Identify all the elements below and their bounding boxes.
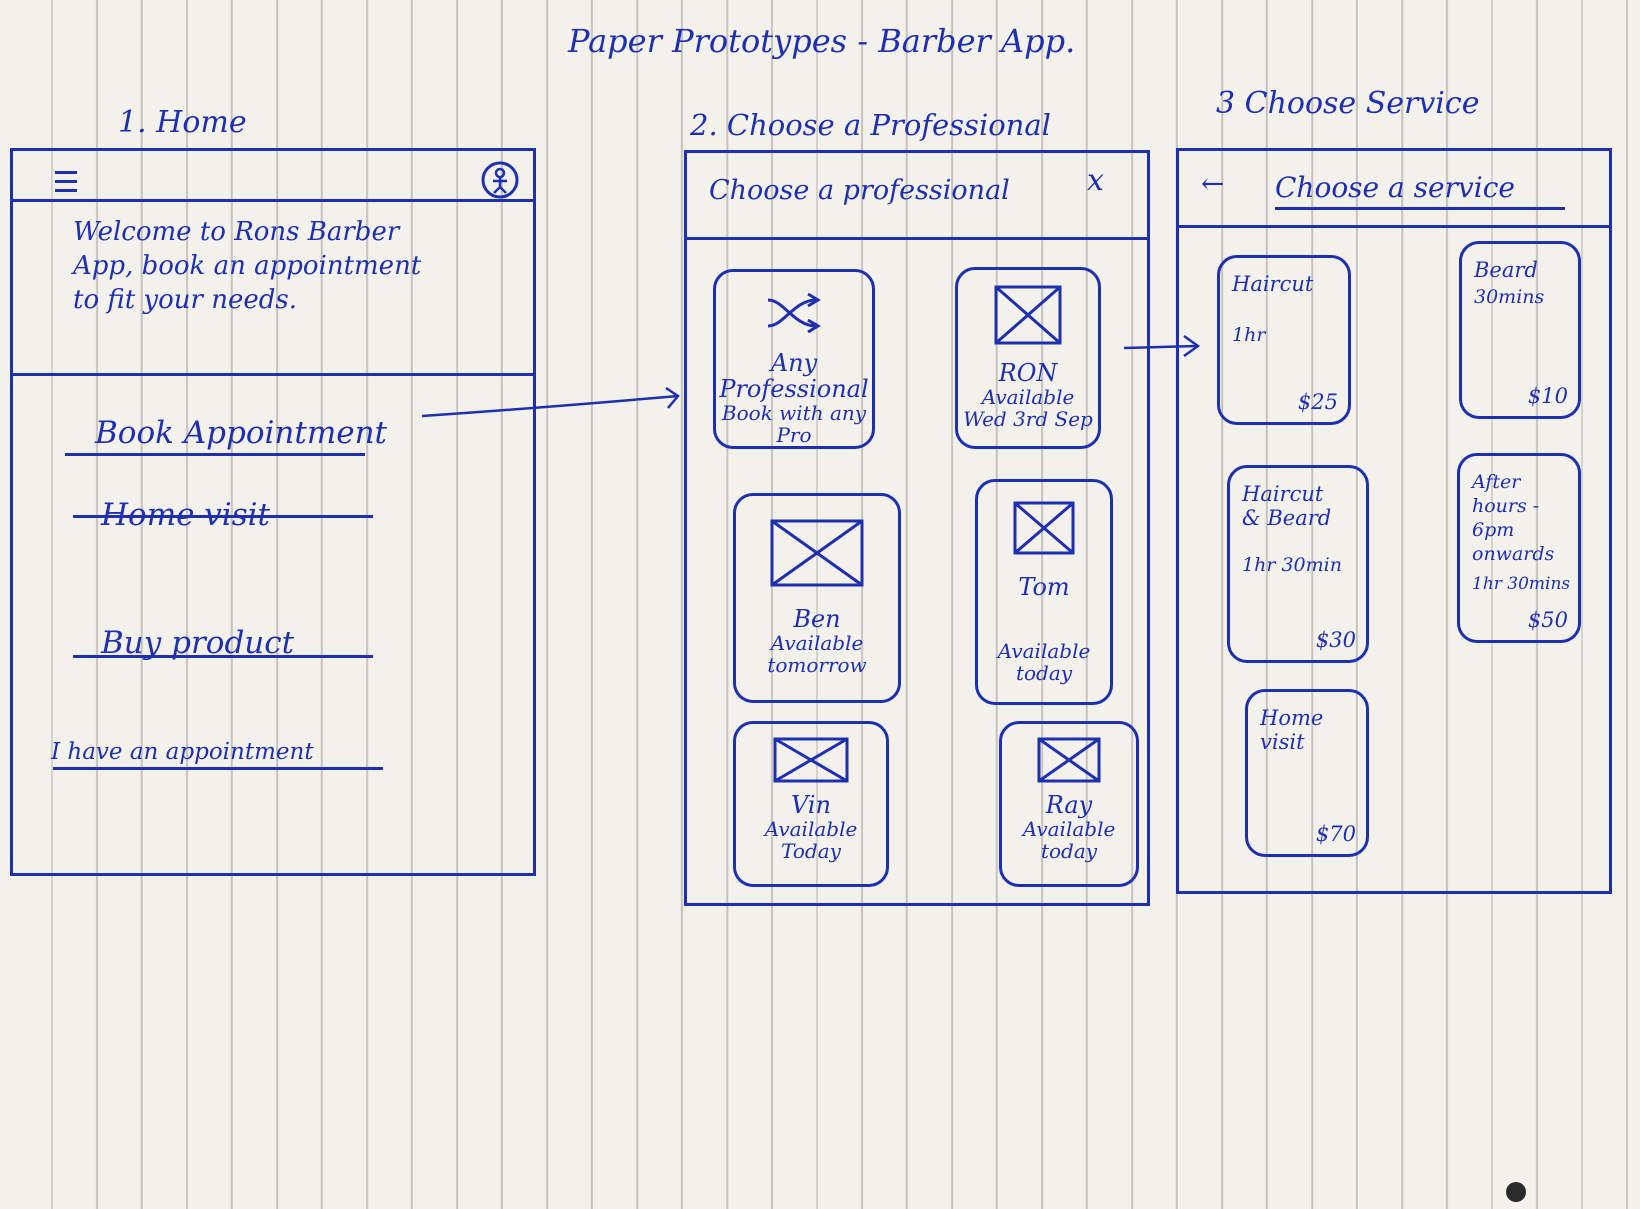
service-price: $30: [1315, 628, 1356, 652]
book-appointment-underline: [65, 453, 365, 456]
welcome-line-1: Welcome to Rons Barber: [73, 217, 400, 247]
professional-availability: Available Today: [764, 817, 858, 863]
professional-card[interactable]: Any Professional Book with any Pro: [713, 269, 875, 449]
professional-availability: Available today: [1022, 817, 1116, 863]
welcome-divider: [13, 373, 533, 376]
image-placeholder-icon: [770, 519, 864, 587]
service-price: $70: [1315, 822, 1356, 846]
shuffle-icon: [767, 292, 821, 334]
professional-availability: Book with any Pro: [721, 401, 867, 447]
service-price: $10: [1527, 384, 1568, 408]
service-name: Haircut & Beard: [1242, 482, 1332, 530]
home-visit-underline: [73, 515, 373, 518]
close-icon[interactable]: x: [1087, 163, 1104, 198]
service-card[interactable]: Beard 30mins $10: [1459, 241, 1581, 419]
user-profile-icon[interactable]: [481, 161, 519, 199]
professional-header-divider: [687, 237, 1147, 240]
image-placeholder-icon: [773, 737, 849, 783]
service-screen-frame: ← Choose a service Haircut 1hr $25 Beard…: [1176, 148, 1612, 894]
flow-arrow-icon: [1123, 334, 1201, 358]
service-card[interactable]: After hours - 6pm onwards 1hr 30mins $50: [1457, 453, 1581, 643]
professional-availability: Available today: [997, 639, 1091, 685]
service-price: $25: [1297, 390, 1338, 414]
professional-card[interactable]: Ben Available tomorrow: [733, 493, 901, 703]
service-duration: 1hr 30min: [1242, 554, 1342, 576]
service-card[interactable]: Home visit $70: [1245, 689, 1369, 857]
book-appointment-link[interactable]: Book Appointment: [95, 415, 387, 451]
professional-screen-frame: Choose a professional x Any Professional…: [684, 150, 1150, 906]
page-title: Paper Prototypes - Barber App.: [568, 22, 1076, 60]
professional-name: Vin: [790, 791, 832, 819]
professional-card[interactable]: Tom Available today: [975, 479, 1113, 705]
screen1-heading: 1. Home: [118, 105, 247, 140]
professional-availability: Available tomorrow: [767, 631, 867, 677]
professional-name: Ray: [1045, 791, 1093, 819]
professional-name: Ben: [793, 605, 841, 633]
paper-dot: [1506, 1182, 1526, 1202]
back-arrow-icon[interactable]: ←: [1201, 167, 1225, 200]
buy-product-underline: [73, 655, 373, 658]
professional-header-title: Choose a professional: [709, 175, 1010, 206]
service-price: $50: [1527, 608, 1568, 632]
service-header-title: Choose a service: [1275, 171, 1515, 204]
service-header-divider: [1179, 225, 1609, 228]
professional-card[interactable]: Vin Available Today: [733, 721, 889, 887]
top-bar-divider: [13, 199, 533, 202]
service-duration: 1hr: [1232, 324, 1266, 346]
professional-name: Tom: [1018, 573, 1070, 601]
welcome-message: Welcome to Rons Barber App, book an appo…: [73, 215, 523, 317]
service-name: Home visit: [1260, 706, 1324, 754]
service-card[interactable]: Haircut 1hr $25: [1217, 255, 1351, 425]
image-placeholder-icon: [994, 285, 1062, 345]
professional-card[interactable]: RON Available Wed 3rd Sep: [955, 267, 1101, 449]
professional-name: RON: [998, 359, 1058, 387]
professional-availability: Available Wed 3rd Sep: [963, 385, 1093, 431]
service-duration: 1hr 30mins: [1472, 574, 1571, 594]
welcome-line-2: App, book an appointment: [73, 251, 422, 281]
image-placeholder-icon: [1013, 501, 1075, 555]
screen2-heading: 2. Choose a Professional: [690, 108, 1051, 142]
professional-card[interactable]: Ray Available today: [999, 721, 1139, 887]
professional-name: Any Professional: [719, 349, 869, 403]
service-name: Haircut: [1232, 272, 1314, 296]
service-name: After hours - 6pm onwards: [1472, 471, 1555, 565]
service-header-underline: [1275, 207, 1565, 210]
service-card[interactable]: Haircut & Beard 1hr 30min $30: [1227, 465, 1369, 663]
flow-arrow-icon: [421, 386, 680, 418]
screen3-heading: 3 Choose Service: [1216, 86, 1480, 121]
have-appointment-underline: [53, 767, 383, 770]
image-placeholder-icon: [1037, 737, 1101, 783]
welcome-line-3: to fit your needs.: [73, 285, 297, 315]
have-appointment-link[interactable]: I have an appointment: [51, 739, 314, 765]
service-name: Beard: [1474, 258, 1538, 282]
service-duration: 30mins: [1474, 286, 1545, 308]
hamburger-menu-icon[interactable]: [55, 171, 77, 193]
home-screen-frame: Welcome to Rons Barber App, book an appo…: [10, 148, 536, 876]
